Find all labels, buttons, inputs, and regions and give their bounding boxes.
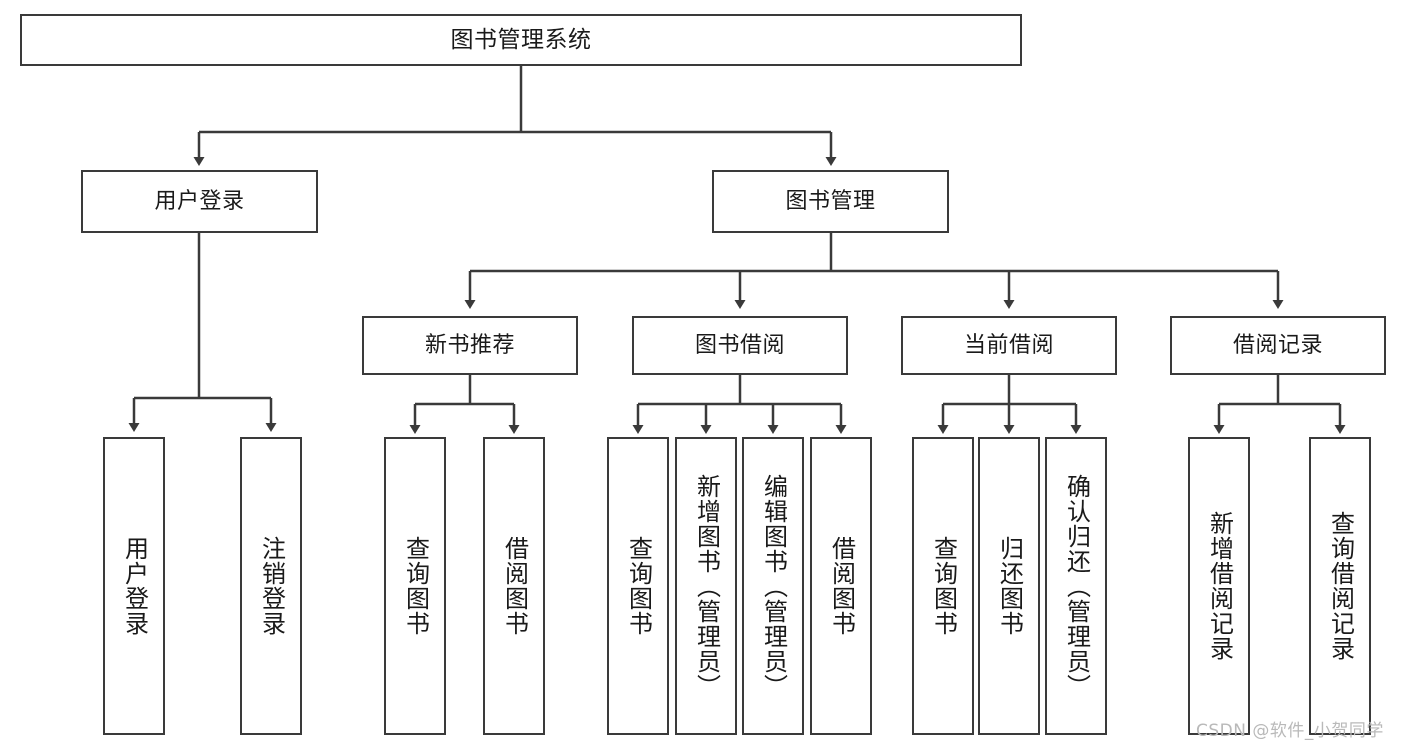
node-leaf-logout[interactable]: 注销登录 (240, 437, 302, 735)
node-leaf-query-book-1[interactable]: 查询图书 (384, 437, 446, 735)
node-leaf-edit-book[interactable]: 编辑图书（管理员） (742, 437, 804, 735)
node-leaf-add-book-label: 新增图书（管理员） (692, 473, 721, 699)
node-borrow-record-label: 借阅记录 (1232, 332, 1323, 358)
node-book-management[interactable]: 图书管理 (712, 170, 949, 233)
node-leaf-confirm-return[interactable]: 确认归还（管理员） (1045, 437, 1107, 735)
node-user-login-label: 用户登录 (154, 188, 245, 214)
node-new-book-recommend[interactable]: 新书推荐 (362, 316, 578, 375)
node-user-login[interactable]: 用户登录 (81, 170, 318, 233)
node-leaf-add-record-label: 新增借阅记录 (1205, 511, 1234, 661)
node-book-management-label: 图书管理 (785, 188, 876, 214)
node-book-borrow-label: 图书借阅 (694, 332, 785, 358)
node-root-label: 图书管理系统 (450, 26, 592, 53)
node-root[interactable]: 图书管理系统 (20, 14, 1022, 66)
node-leaf-query-book-2[interactable]: 查询图书 (607, 437, 669, 735)
node-leaf-query-record-label: 查询借阅记录 (1326, 511, 1355, 661)
node-leaf-confirm-return-label: 确认归还（管理员） (1062, 473, 1091, 699)
node-leaf-user-login-label: 用户登录 (120, 536, 149, 636)
node-borrow-record[interactable]: 借阅记录 (1170, 316, 1386, 375)
node-new-book-recommend-label: 新书推荐 (424, 332, 515, 358)
node-leaf-query-record[interactable]: 查询借阅记录 (1309, 437, 1371, 735)
node-leaf-query-book-3[interactable]: 查询图书 (912, 437, 974, 735)
node-leaf-borrow-book-2-label: 借阅图书 (827, 536, 856, 636)
node-leaf-borrow-book-1[interactable]: 借阅图书 (483, 437, 545, 735)
node-current-borrow[interactable]: 当前借阅 (901, 316, 1117, 375)
node-leaf-query-book-1-label: 查询图书 (401, 536, 430, 636)
node-leaf-borrow-book-1-label: 借阅图书 (500, 536, 529, 636)
node-leaf-add-record[interactable]: 新增借阅记录 (1188, 437, 1250, 735)
node-leaf-return-book-label: 归还图书 (995, 536, 1024, 636)
node-leaf-borrow-book-2[interactable]: 借阅图书 (810, 437, 872, 735)
node-leaf-query-book-2-label: 查询图书 (624, 536, 653, 636)
node-leaf-add-book[interactable]: 新增图书（管理员） (675, 437, 737, 735)
node-book-borrow[interactable]: 图书借阅 (632, 316, 848, 375)
node-current-borrow-label: 当前借阅 (963, 332, 1054, 358)
watermark-csdn: CSDN @软件_小贺同学 (1196, 721, 1384, 741)
node-leaf-query-book-3-label: 查询图书 (929, 536, 958, 636)
node-leaf-logout-label: 注销登录 (257, 536, 286, 636)
node-leaf-user-login[interactable]: 用户登录 (103, 437, 165, 735)
node-leaf-edit-book-label: 编辑图书（管理员） (759, 473, 788, 699)
node-leaf-return-book[interactable]: 归还图书 (978, 437, 1040, 735)
